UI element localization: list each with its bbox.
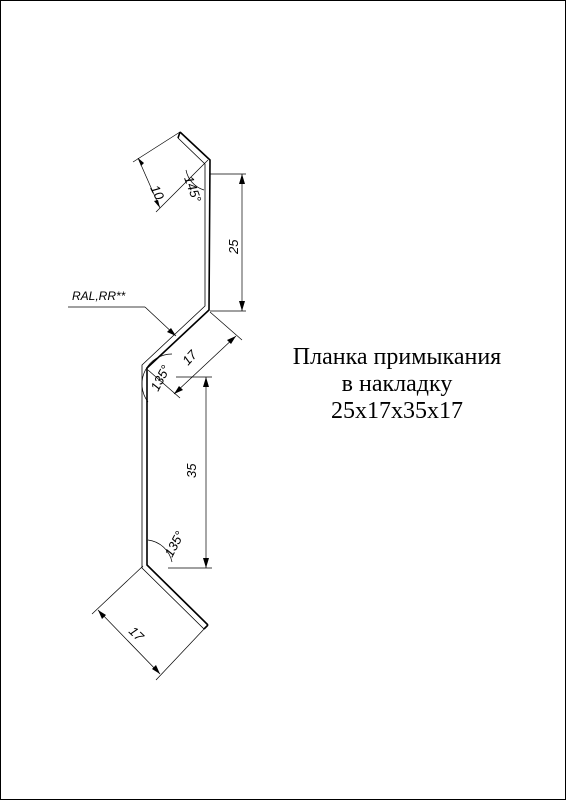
dim-lower-vertical <box>168 376 212 569</box>
title-line-2: в накладку <box>341 371 453 397</box>
angle-arc-top <box>185 169 205 191</box>
angle-bottom-label: 135° <box>161 529 187 560</box>
dim-top-flange-label: 10 <box>147 183 167 203</box>
dim-upper-vertical <box>210 173 246 312</box>
dim-middle-slope-label: 17 <box>179 347 200 368</box>
angle-arc-bottom <box>147 539 173 563</box>
title-line-3: 25х17х35х17 <box>331 398 463 424</box>
dim-bottom-flange <box>91 565 206 681</box>
dim-lower-vertical-label: 35 <box>184 463 199 478</box>
dim-middle-slope <box>147 311 243 399</box>
drawing-title: Планка примыкания в накладку 25х17х35х17 <box>262 344 532 425</box>
material-note: RAL,RR** <box>72 289 126 303</box>
dim-bottom-flange-label: 17 <box>126 623 147 644</box>
angle-arc-middle <box>141 353 173 403</box>
dim-top-flange <box>132 131 209 213</box>
title-line-1: Планка примыкания <box>292 344 502 370</box>
dim-upper-vertical-label: 25 <box>226 239 241 255</box>
angle-top-label: 145° <box>181 174 204 204</box>
material-leader <box>68 306 177 337</box>
